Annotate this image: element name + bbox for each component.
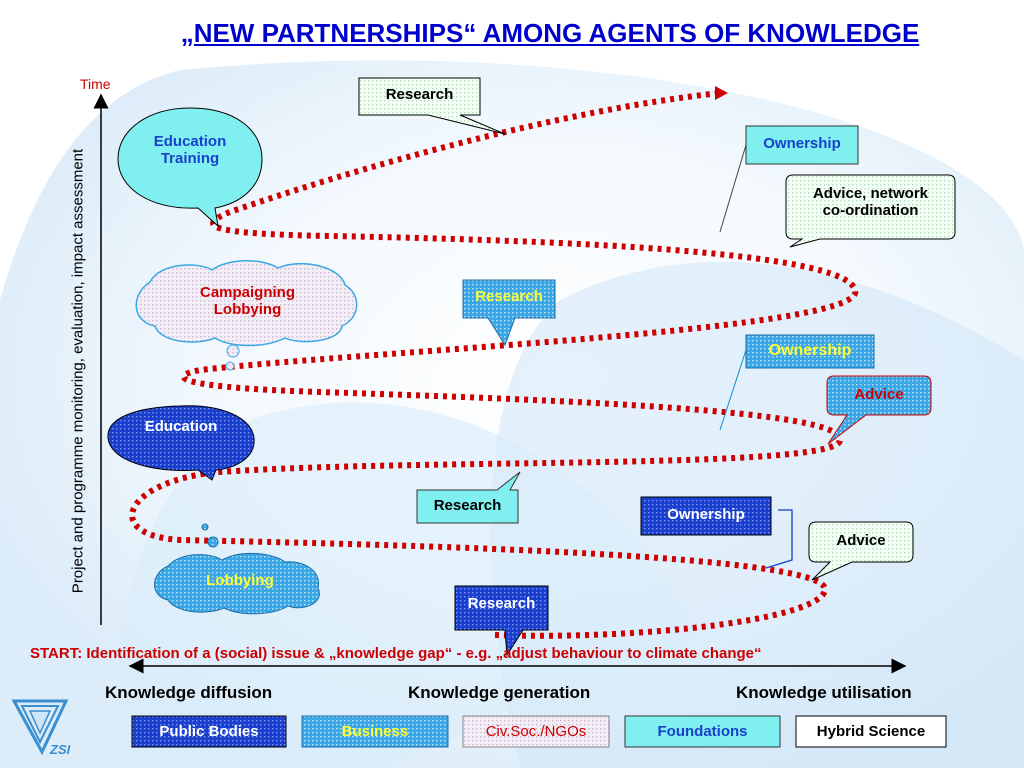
label-education: Education	[144, 418, 218, 435]
label-research-mid: Research	[475, 288, 543, 305]
callout-research-bottom	[454, 585, 549, 657]
label-advice-low: Advice	[836, 532, 886, 549]
connector-bracket	[765, 509, 793, 569]
start-text: Identification of a (social) issue & „kn…	[86, 645, 762, 662]
legend-public-bodies: Public Bodies	[159, 723, 259, 740]
legend-swatch-business	[301, 715, 449, 748]
phase-knowledge-generation: Knowledge generation	[408, 683, 591, 702]
callout-research-low	[416, 471, 521, 524]
cloud-campaigning	[135, 260, 358, 347]
legend-swatch-civsoc	[462, 715, 610, 748]
label-advice-network-line1: Advice, network	[812, 185, 929, 202]
callout-education-training	[117, 107, 263, 228]
label-campaigning: Campaigning Lobbying	[160, 284, 335, 318]
label-advice-mid: Advice	[854, 386, 904, 403]
label-advice-network-line2: co-ordination	[822, 202, 919, 219]
label-research-top: Research	[385, 86, 454, 103]
legend-civsoc: Civ.Soc./NGOs	[485, 723, 587, 740]
label-research-low: Research	[433, 497, 502, 514]
legend-foundations: Foundations	[657, 723, 748, 740]
phase-knowledge-utilisation: Knowledge utilisation	[736, 683, 912, 702]
legend-business: Business	[341, 723, 409, 740]
callout-advice-mid	[826, 375, 932, 445]
callout-research-mid	[462, 279, 556, 347]
callout-education	[107, 405, 255, 481]
knowledge-spiral	[129, 90, 859, 639]
label-training-line: Training	[160, 150, 220, 167]
label-advice-network: Advice, network co-ordination	[786, 185, 955, 219]
legend-swatch-foundations	[624, 715, 781, 748]
box-ownership-top	[745, 125, 859, 165]
label-ownership-top: Ownership	[763, 135, 841, 152]
legend-hybrid-science: Hybrid Science	[816, 723, 926, 740]
legend-swatch-public-bodies	[131, 715, 287, 748]
cloud-lobbying	[154, 552, 320, 615]
label-campaigning-line1: Campaigning	[199, 284, 295, 301]
label-campaigning-line2: Lobbying	[213, 301, 282, 318]
vertical-axis-label: Project and programme monitoring, evalua…	[28, 118, 128, 624]
legend-swatch-hybrid	[795, 715, 947, 748]
label-ownership-mid: Ownership	[768, 342, 852, 359]
callout-advice-low	[808, 521, 914, 581]
phase-knowledge-diffusion: Knowledge diffusion	[105, 683, 273, 702]
box-ownership-mid	[745, 334, 875, 369]
vertical-axis-text: Project and programme monitoring, evalua…	[69, 148, 87, 594]
callout-advice-network	[785, 174, 956, 248]
zsi-logo-text: ZSI	[50, 742, 71, 757]
callout-research-top	[358, 77, 506, 135]
connector-line	[719, 144, 747, 233]
label-research-bottom: Research	[467, 595, 536, 612]
time-axis-label: Time	[80, 76, 111, 92]
spiral-arrowhead	[715, 86, 728, 100]
label-education-training: Education Training	[130, 133, 250, 167]
label-ownership-low: Ownership	[667, 506, 745, 523]
start-statement: START: Identification of a (social) issu…	[30, 645, 762, 662]
label-education-line: Education	[153, 133, 227, 150]
box-ownership-low	[640, 496, 772, 536]
page-title: „NEW PARTNERSHIPS“ AMONG AGENTS OF KNOWL…	[180, 18, 920, 48]
connector-line	[719, 349, 747, 431]
start-key: START:	[30, 645, 83, 662]
zsi-logo-icon	[11, 699, 69, 756]
label-lobbying: Lobbying	[206, 572, 274, 589]
